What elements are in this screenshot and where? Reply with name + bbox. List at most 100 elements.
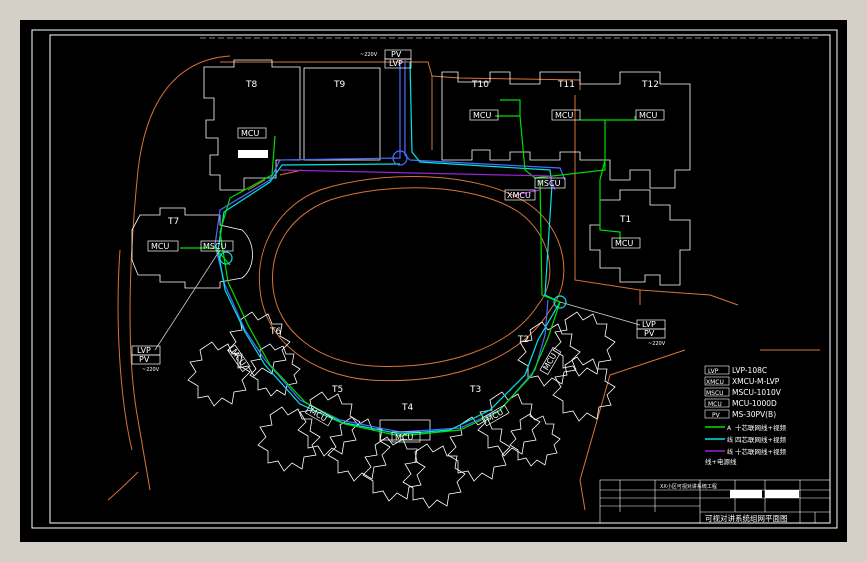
mcu-t11[interactable]: MCU — [551, 109, 581, 121]
label-t6: T6 — [269, 327, 281, 337]
mcu-label: MCU — [542, 351, 559, 372]
feeder-line-west — [154, 249, 221, 351]
site-plan-drawing: PV LVP ~220V MCU MCU MCU MCU — [31, 29, 838, 529]
legend-text: MCU-1000D — [732, 399, 777, 408]
label-t5: T5 — [331, 385, 343, 395]
outer-frame — [31, 29, 838, 529]
junction-north — [392, 150, 408, 166]
device-labels: PV LVP ~220V MCU MCU MCU MCU — [131, 49, 666, 443]
label-t1: T1 — [619, 215, 631, 225]
mcu-label: MCU — [473, 111, 491, 120]
label-t12: T12 — [641, 80, 659, 90]
building-t7 — [131, 207, 253, 289]
legend-text: 十芯联网线+视频 — [735, 423, 786, 432]
xmcu-label: XMCU — [507, 191, 531, 200]
lvp-label: LVP — [389, 59, 403, 68]
curved-tower-buildings — [187, 311, 616, 509]
site-boundary — [107, 55, 820, 511]
legend-item-mscu: MSCU MSCU-1010V — [704, 387, 782, 397]
label-t10: T10 — [471, 80, 489, 90]
mcu-t10[interactable]: MCU — [469, 109, 499, 121]
legend-symbol: LVP — [708, 368, 719, 375]
lvp-label: LVP — [642, 320, 656, 329]
purple-cable — [279, 169, 556, 196]
pv-label: PV — [391, 50, 402, 59]
title-block: XX小区可视对讲系统工程 可视对讲系统组网平面图 — [599, 479, 831, 524]
building-t5 — [257, 391, 391, 482]
building-outlines — [131, 59, 691, 289]
legend-text: LVP-108C — [732, 366, 767, 375]
pv-label: PV — [644, 329, 655, 338]
legend-text: MSCU-1010V — [732, 388, 782, 397]
building-t10-t12 — [441, 71, 691, 189]
legend-line-purple: 线 十芯联网线+视频 — [705, 447, 786, 456]
voltage-note: ~220V — [142, 367, 160, 373]
mcu-t4[interactable]: MCU — [391, 431, 421, 443]
building-t8 — [203, 59, 301, 191]
cyan-cable-ring — [217, 61, 561, 435]
building-t9 — [303, 67, 381, 161]
legend-prefix: A — [727, 425, 732, 432]
lvp-label: LVP — [137, 346, 151, 355]
mcu-label: MCU — [395, 433, 413, 442]
mcu-t1[interactable]: MCU — [611, 237, 641, 249]
legend: LVP LVP-108C XMCU XMCU-M-LVP MSCU MSCU-1… — [704, 365, 786, 466]
voltage-note: ~220V — [648, 341, 666, 347]
building-t1 — [589, 189, 691, 286]
label-t11: T11 — [557, 80, 575, 90]
legend-line-cyan: 线 四芯联网线+视频 — [705, 435, 786, 444]
building-labels: T8 T9 T10 T11 T12 T1 T7 T6 T5 T4 T3 T2 — [167, 80, 659, 413]
legend-symbol: MSCU — [706, 390, 724, 397]
label-t7: T7 — [167, 217, 179, 227]
pv-lvp-north[interactable]: PV LVP ~220V — [360, 49, 412, 69]
legend-symbol: MCU — [708, 401, 722, 408]
mcu-label: MCU — [485, 407, 506, 424]
legend-item-lvp: LVP LVP-108C — [704, 365, 767, 375]
mcu-label: MCU — [229, 347, 247, 367]
mcu-label: MCU — [639, 111, 657, 120]
label-t9: T9 — [333, 80, 345, 90]
mscu-north[interactable]: MSCU — [534, 177, 566, 189]
label-t4: T4 — [401, 403, 413, 413]
legend-note-power: 线+电源线 — [705, 457, 737, 466]
legend-text: XMCU-M-LVP — [732, 377, 780, 386]
mcu-label: MCU — [308, 407, 329, 424]
mscu-label: MSCU — [203, 242, 227, 251]
mcu-label: MCU — [151, 242, 169, 251]
mcu-t3[interactable]: MCU — [481, 404, 510, 427]
pv-label: PV — [139, 355, 150, 364]
legend-item-xmcu: XMCU XMCU-M-LVP — [704, 376, 780, 386]
mcu-label: MCU — [555, 111, 573, 120]
building-t2 — [517, 311, 616, 422]
mcu-t8[interactable]: MCU — [237, 127, 268, 158]
xmcu-north[interactable]: XMCU — [504, 189, 536, 201]
green-cable-ring — [219, 135, 561, 437]
drawing-title: 可视对讲系统组网平面图 — [705, 513, 788, 523]
legend-text: 四芯联网线+视频 — [735, 435, 786, 444]
mscu-label: MSCU — [537, 179, 561, 188]
legend-symbol: XMCU — [706, 379, 724, 386]
mcu-t7[interactable]: MCU — [147, 240, 179, 252]
inner-frame — [49, 34, 831, 524]
junction-east — [553, 295, 567, 309]
green-cable-north — [495, 99, 636, 242]
legend-symbol: PV — [712, 412, 721, 419]
label-t8: T8 — [245, 80, 257, 90]
mcu-t12[interactable]: MCU — [635, 109, 665, 121]
cable-routes — [154, 60, 641, 437]
mcu-label: MCU — [615, 239, 633, 248]
mcu-t2[interactable]: MCU — [539, 347, 562, 375]
building-t4 — [362, 419, 466, 509]
legend-prefix: 线 — [727, 448, 733, 456]
junction-west — [219, 251, 233, 265]
label-t2: T2 — [517, 335, 529, 345]
mscu-t7[interactable]: MSCU — [200, 240, 234, 252]
drawing-canvas[interactable]: PV LVP ~220V MCU MCU MCU MCU — [20, 20, 847, 542]
label-t3: T3 — [469, 385, 481, 395]
lvp-pv-west[interactable]: LVP PV ~220V — [131, 345, 161, 373]
legend-text: MS-30PV(B) — [732, 410, 776, 419]
feeder-line-east — [559, 301, 641, 326]
legend-item-pv: PV MS-30PV(B) — [704, 409, 776, 419]
lvp-pv-east[interactable]: LVP PV ~220V — [636, 319, 666, 347]
